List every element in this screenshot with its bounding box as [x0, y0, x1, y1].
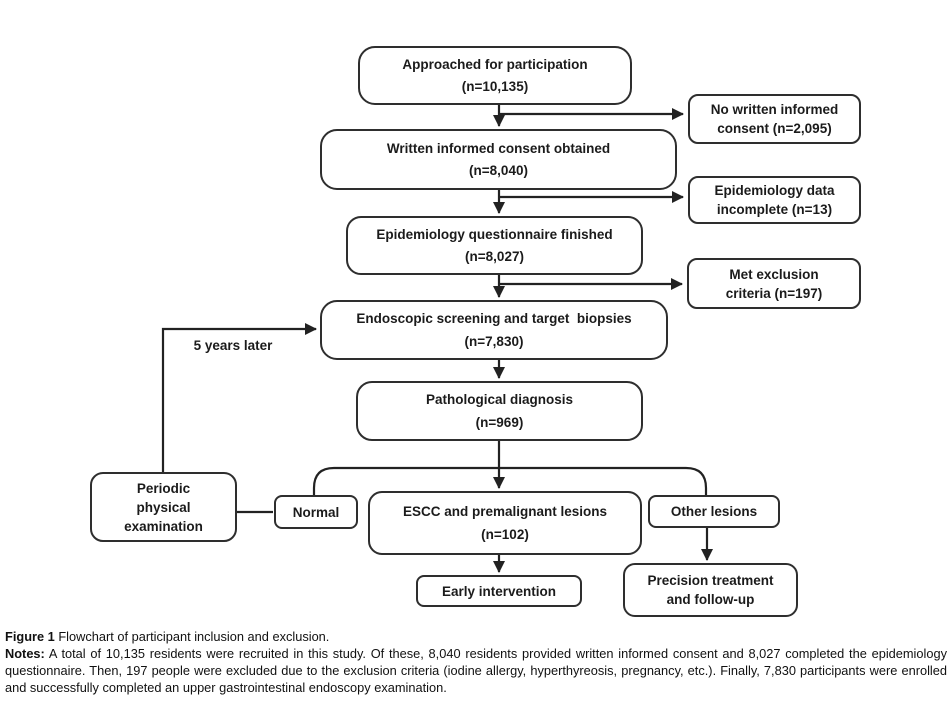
node-count: (n=8,040)	[469, 163, 528, 179]
node-label: Other lesions	[670, 504, 758, 519]
node-label: Periodic	[136, 480, 191, 496]
node-label: Precision treatment	[647, 573, 774, 588]
caption-text: Flowchart of participant inclusion and e…	[58, 629, 330, 644]
node-label: Met exclusion	[729, 266, 819, 282]
node-precision-treatment: Precision treatment and follow-up	[623, 563, 798, 617]
node-label: ESCC and premalignant lesions	[402, 503, 608, 519]
figure-caption: Figure 1 Flowchart of participant inclus…	[5, 628, 947, 696]
node-count: (n=102)	[481, 527, 529, 543]
node-epidemiology-incomplete: Epidemiology data incomplete (n=13)	[688, 176, 861, 224]
edge-label-five-years: 5 years later	[193, 338, 273, 353]
caption-figure-label: Figure 1	[5, 629, 55, 644]
node-label: No written informed	[710, 102, 839, 117]
node-consent-obtained: Written informed consent obtained (n=8,0…	[320, 129, 677, 190]
node-label: physical	[136, 499, 191, 515]
node-normal: Normal	[274, 495, 358, 529]
notes-text: A total of 10,135 residents were recruit…	[5, 646, 947, 695]
caption-line: Figure 1 Flowchart of participant inclus…	[5, 628, 947, 645]
node-count: (n=969)	[475, 414, 524, 430]
node-label: Epidemiology data	[714, 183, 835, 198]
node-count: (n=8,027)	[465, 249, 524, 264]
node-no-written-consent: No written informed consent (n=2,095)	[688, 94, 861, 144]
node-count: (n=10,135)	[461, 79, 529, 94]
node-count: (n=7,830)	[464, 333, 524, 349]
node-other-lesions: Other lesions	[648, 495, 780, 528]
node-label: Endoscopic screening and target biopsies	[356, 311, 632, 327]
node-approached: Approached for participation (n=10,135)	[358, 46, 632, 105]
node-count: incomplete (n=13)	[716, 202, 833, 217]
node-label: Pathological diagnosis	[425, 392, 574, 408]
node-endoscopic-screening: Endoscopic screening and target biopsies…	[320, 300, 668, 360]
notes-label: Notes:	[5, 646, 45, 661]
node-label: Normal	[292, 504, 340, 520]
node-label: and follow-up	[666, 592, 755, 607]
node-met-exclusion-criteria: Met exclusion criteria (n=197)	[687, 258, 861, 309]
node-label: Written informed consent obtained	[386, 140, 611, 156]
node-early-intervention: Early intervention	[416, 575, 582, 607]
node-count: consent (n=2,095)	[717, 121, 832, 136]
node-label: examination	[124, 518, 203, 534]
node-periodic-examination: Periodic physical examination	[90, 472, 237, 542]
node-count: criteria (n=197)	[725, 285, 823, 301]
caption-notes: Notes: A total of 10,135 residents were …	[5, 645, 947, 696]
node-label: Early intervention	[441, 583, 557, 599]
node-pathological-diagnosis: Pathological diagnosis (n=969)	[356, 381, 643, 441]
node-label: Approached for participation	[402, 57, 588, 72]
node-label: Epidemiology questionnaire finished	[376, 227, 613, 242]
node-escc-premalignant: ESCC and premalignant lesions (n=102)	[368, 491, 642, 555]
node-questionnaire-finished: Epidemiology questionnaire finished (n=8…	[346, 216, 643, 275]
